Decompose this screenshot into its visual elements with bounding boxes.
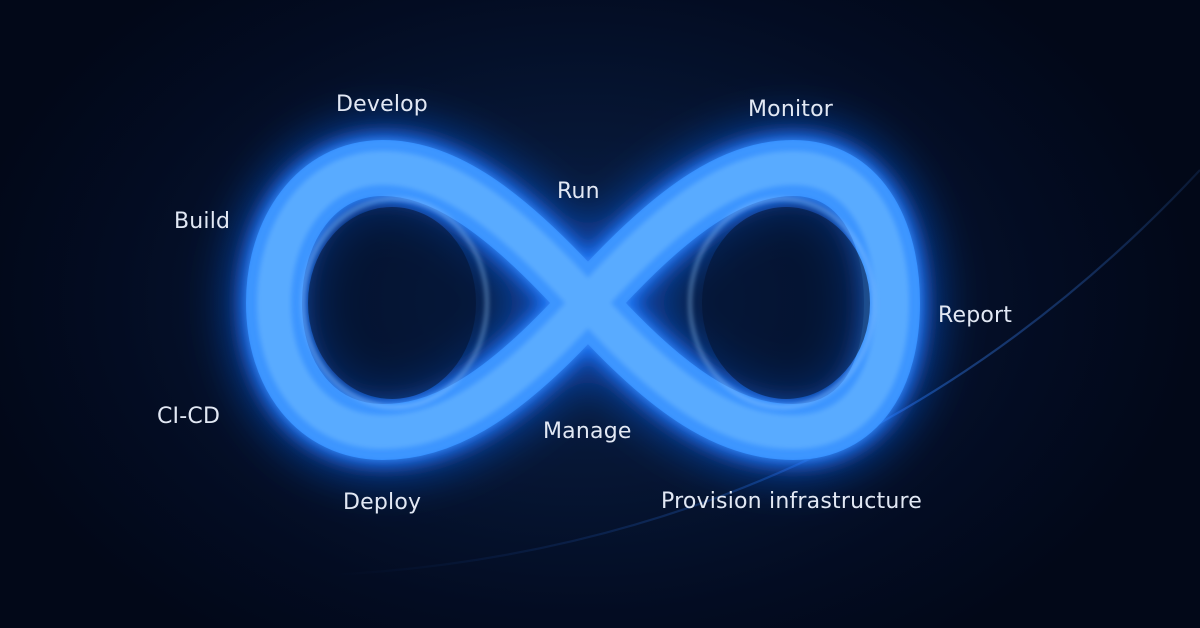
label-deploy: Deploy [343,490,422,515]
label-build: Build [174,209,231,234]
right-hole [702,207,870,399]
right-hole-rim [688,197,876,409]
label-report: Report [938,303,1013,328]
label-provision-infrastructure: Provision infrastructure [661,489,922,514]
label-manage: Manage [543,419,632,444]
left-hole-rim [301,197,489,409]
loop-outer-edge [244,138,922,462]
label-develop: Develop [336,92,428,117]
label-ci-cd: CI-CD [157,404,221,429]
left-hole [308,207,476,399]
label-monitor: Monitor [748,97,834,122]
label-run: Run [557,179,600,204]
